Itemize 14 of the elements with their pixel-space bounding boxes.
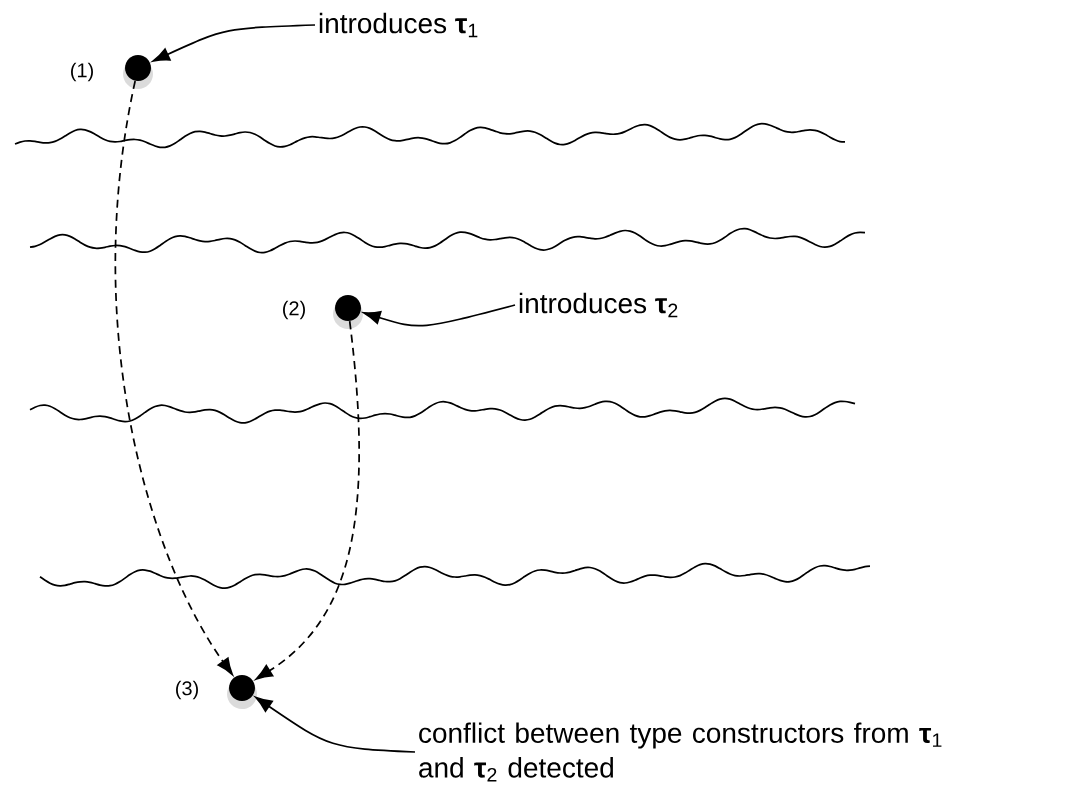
annotation-text: conflict between type constructors from τ$_{1}$ and τ$_{2}$ detected	[419, 722, 942, 782]
arrow	[255, 320, 361, 680]
annotation-text: introduces τ$_{1}$	[319, 12, 478, 38]
arrow	[114, 80, 233, 676]
arrow	[152, 24, 316, 62]
arrow	[255, 696, 416, 753]
step-number: (2)	[283, 300, 305, 320]
step-number: (1)	[71, 62, 93, 82]
annotation-text: introduces τ$_{2}$	[519, 292, 678, 318]
dot	[123, 55, 153, 89]
dot	[227, 675, 257, 709]
dot	[333, 295, 363, 329]
arrow	[363, 304, 516, 327]
step-number: (3)	[176, 680, 198, 700]
